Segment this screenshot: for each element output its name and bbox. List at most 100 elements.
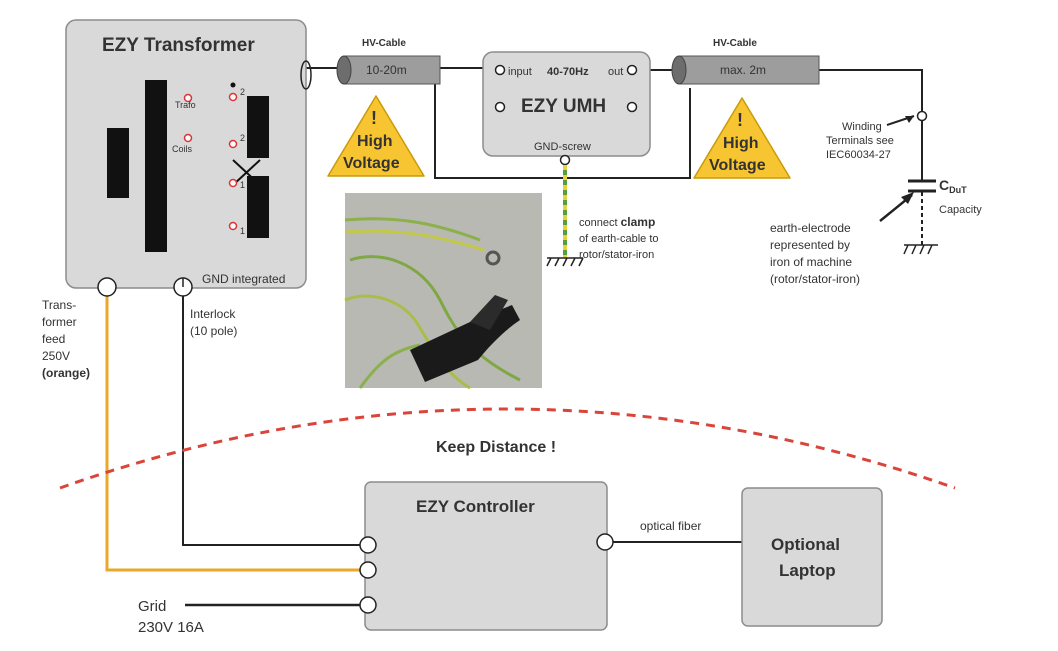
controller-grid-port — [359, 596, 377, 614]
coil-upper — [247, 96, 269, 158]
electrode-note-line1: earth-electrode — [770, 221, 851, 235]
hv-cable-left-body — [343, 55, 441, 85]
winding-note-line3: IEC60034-27 — [826, 149, 891, 161]
optional-laptop: Optional Laptop — [741, 487, 883, 627]
transformer-box — [65, 19, 307, 289]
warning-line1: High — [357, 133, 393, 150]
hv-output-connector — [300, 60, 312, 90]
hv-cable-left-length: 10-20m — [366, 63, 407, 77]
coil-lower — [247, 176, 269, 238]
interlock-wire — [182, 287, 365, 546]
clamp-note-line2: of earth-cable to — [579, 233, 659, 245]
umh-output-label: out — [608, 66, 623, 78]
tap-terminal-3 — [228, 178, 238, 188]
earth-cable — [546, 165, 584, 267]
hv-cable-left-header: HV-Cable — [362, 38, 406, 49]
coils-terminal — [183, 133, 193, 143]
clamp-note-line3: rotor/stator-iron — [579, 249, 654, 261]
umh-gnd-screw — [559, 154, 571, 166]
controller-feed-port — [359, 561, 377, 579]
capacitor-ground-icon — [903, 244, 938, 255]
grid-note-line1: Grid — [138, 598, 166, 615]
coils-label: Coils — [172, 144, 193, 154]
controller-interlock-port — [359, 536, 377, 554]
keep-distance-label: Keep Distance ! — [436, 439, 556, 456]
ezy-controller: EZY Controller — [359, 481, 614, 631]
trafo-terminal — [183, 93, 193, 103]
winding-arrowhead — [905, 116, 914, 123]
hv-cable-right-body — [678, 55, 820, 85]
interlock-note: Interlock (10 pole) — [190, 307, 237, 338]
tap-terminal-1 — [228, 92, 238, 102]
umh-gnd-label: GND-screw — [534, 141, 591, 153]
tap-label-3: 1 — [240, 180, 245, 190]
electrode-arrowhead — [901, 192, 914, 204]
earth-cable-clamp-photo — [344, 193, 542, 390]
hv-cable-right-end — [671, 55, 687, 85]
winding-terminal-point — [916, 110, 928, 122]
winding-note-line2: Terminals see — [826, 135, 894, 147]
electrode-note-line3: iron of machine — [770, 255, 852, 269]
tap-label-2: 2 — [240, 133, 245, 143]
feed-note-line4: 250V — [42, 349, 70, 363]
tap-label-4: 1 — [240, 226, 245, 236]
high-voltage-warning-left: ! High Voltage — [327, 95, 425, 177]
cable-shield-ground-wire — [434, 84, 691, 179]
feed-connector — [97, 277, 117, 297]
hv-cable-right-length: max. 2m — [720, 63, 766, 77]
warning-triangle-icon — [327, 95, 425, 177]
controller-title: EZY Controller — [416, 497, 535, 516]
clamp-note: connect clamp of earth-cable to rotor/st… — [579, 215, 659, 261]
ezy-umh: input 40-70Hz out EZY UMH GND-screw — [482, 51, 651, 166]
junction-dot — [230, 82, 236, 88]
warning-line1: High — [723, 135, 759, 152]
coil-cross-link — [232, 159, 261, 186]
grid-note-line2: 230V 16A — [138, 619, 204, 636]
umh-frequency-label: 40-70Hz — [547, 66, 589, 78]
electrode-note-line4: (rotor/stator-iron) — [770, 272, 860, 286]
interlock-note-line1: Interlock — [190, 307, 236, 321]
photo-clamp-jaw — [470, 295, 508, 330]
optical-fiber-label: optical fiber — [640, 519, 701, 533]
capacity-symbol: CDuT — [939, 177, 967, 195]
laptop-box — [741, 487, 883, 627]
high-voltage-warning-right: ! High Voltage — [693, 97, 791, 179]
hv-cable-right-header: HV-Cable — [713, 38, 757, 49]
feed-orange-wire — [105, 287, 365, 572]
umh-input-label: input — [508, 66, 532, 78]
electrode-note: earth-electrode represented by iron of m… — [770, 221, 860, 286]
hv-cable-left: HV-Cable 10-20m — [336, 38, 441, 85]
warning-line2: Voltage — [343, 155, 400, 172]
winding-terminal: Winding Terminals see IEC60034-27 — [826, 110, 928, 161]
ezy-transformer: EZY Transformer Trafo Coils 2 2 1 1 GND … — [65, 19, 312, 297]
core-bar — [145, 80, 167, 252]
electrode-note-line2: represented by — [770, 238, 850, 252]
photo-cables — [344, 217, 521, 390]
umh-output-terminal — [626, 64, 638, 76]
capacitor-dut: CDuT Capacity — [879, 177, 982, 255]
laptop-line1: Optional — [771, 535, 840, 554]
feed-note-line3: feed — [42, 332, 65, 346]
feed-note-line5: (orange) — [42, 366, 90, 380]
feed-note-line1: Trans- — [42, 298, 76, 312]
warning-line2: Voltage — [709, 157, 766, 174]
laptop-line2: Laptop — [779, 561, 836, 580]
transformer-title: EZY Transformer — [102, 35, 255, 56]
warning-mark: ! — [371, 108, 377, 128]
gnd-integrated-label: GND integrated — [202, 272, 285, 286]
umh-title: EZY UMH — [521, 96, 606, 117]
clamp-note-line1: connect clamp — [579, 215, 655, 229]
umh-screw-left — [494, 101, 506, 113]
controller-box — [364, 481, 608, 631]
tap-terminal-2 — [228, 139, 238, 149]
feed-note-line2: former — [42, 315, 77, 329]
controller-fiber-port — [596, 533, 614, 551]
grid-note: Grid 230V 16A — [138, 598, 204, 636]
photo-ring-lug — [485, 250, 501, 266]
hv-cable-right: HV-Cable max. 2m — [671, 38, 820, 85]
tap-terminal-4 — [228, 221, 238, 231]
interlock-note-line2: (10 pole) — [190, 324, 237, 338]
trafo-label: Trafo — [175, 100, 196, 110]
feed-note: Trans- former feed 250V (orange) — [42, 298, 90, 380]
